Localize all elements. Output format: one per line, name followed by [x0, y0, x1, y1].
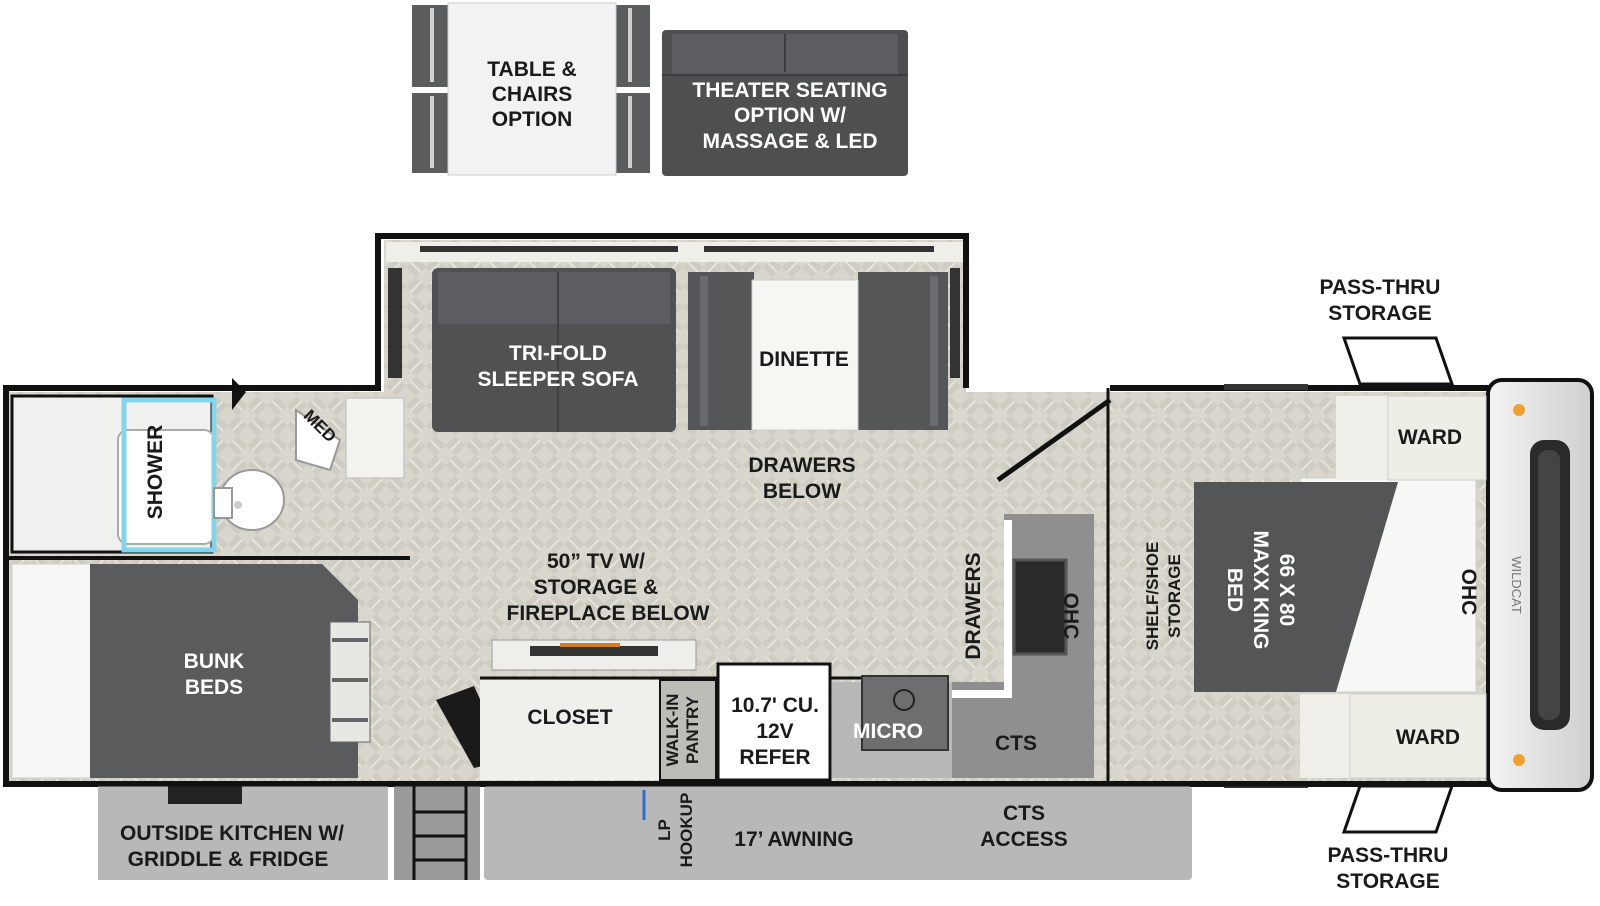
outside-kitchen-griddle-icon [168, 786, 242, 804]
svg-text:DRAWERS: DRAWERS [748, 454, 855, 477]
tri-fold-sleeper-sofa [432, 268, 676, 432]
svg-text:SLEEPER SOFA: SLEEPER SOFA [477, 368, 638, 391]
micro-label: MICRO [853, 720, 923, 743]
svg-text:OPTION W/: OPTION W/ [734, 104, 846, 127]
fireplace-icon [491, 639, 697, 671]
svg-text:HOOKUP: HOOKUP [677, 793, 696, 868]
svg-text:THEATER SEATING: THEATER SEATING [692, 79, 887, 102]
pass-thru-storage-top-door [1341, 336, 1455, 386]
drawers-label: DRAWERS [962, 552, 985, 659]
wardrobe-bottom [1300, 693, 1487, 779]
svg-text:PANTRY: PANTRY [683, 695, 702, 764]
bedroom-door-icon [996, 397, 1112, 483]
bathroom [6, 394, 410, 560]
svg-text:MASSAGE & LED: MASSAGE & LED [702, 130, 877, 153]
bath-cabinet [345, 397, 405, 479]
front-cap: WILDCAT [1486, 378, 1594, 792]
svg-text:TABLE &: TABLE & [487, 58, 576, 81]
svg-text:REFER: REFER [739, 746, 810, 769]
stove-icon [861, 675, 949, 751]
svg-text:MAXX KING: MAXX KING [1249, 530, 1272, 649]
kitchen-sink-icon [1012, 558, 1068, 656]
bath-door-icon [232, 378, 246, 410]
svg-text:STORAGE &: STORAGE & [534, 576, 658, 599]
svg-text:PASS-THRU: PASS-THRU [1328, 844, 1449, 867]
ohc-bedroom-label: OHC [1457, 569, 1480, 616]
svg-text:BED: BED [1223, 568, 1246, 612]
svg-text:66 X 80: 66 X 80 [1275, 554, 1298, 626]
svg-text:WALK-IN: WALK-IN [663, 694, 682, 767]
awning-panels [98, 786, 1192, 880]
lp-hookup-label: LP HOOKUP [655, 793, 696, 868]
svg-text:STORAGE: STORAGE [1165, 554, 1184, 638]
drawers-below-label: DRAWERS BELOW [748, 454, 855, 503]
pass-thru-storage-bottom-door [1341, 784, 1455, 834]
svg-text:CHAIRS: CHAIRS [492, 83, 573, 106]
svg-text:PASS-THRU: PASS-THRU [1320, 276, 1441, 299]
tv-fireplace-label: 50” TV W/ STORAGE & FIREPLACE BELOW [507, 550, 710, 625]
svg-text:BUNK: BUNK [184, 650, 245, 673]
slideout-windows [388, 246, 960, 378]
cts-access-label: CTS ACCESS [980, 802, 1068, 851]
table-chairs-option-icon [412, 2, 650, 176]
theater-seating-option-icon [662, 30, 908, 176]
svg-text:ACCESS: ACCESS [980, 828, 1068, 851]
svg-text:LP: LP [655, 819, 674, 841]
refer-label: 10.7' CU. 12V REFER [731, 694, 819, 769]
svg-text:OUTSIDE KITCHEN W/: OUTSIDE KITCHEN W/ [120, 822, 344, 845]
sofa-label: TRI-FOLD SLEEPER SOFA [477, 342, 638, 391]
svg-text:OPTION: OPTION [492, 108, 573, 131]
shower-label: SHOWER [144, 425, 167, 520]
theater-seating-label: THEATER SEATING OPTION W/ MASSAGE & LED [692, 79, 887, 153]
outside-kitchen-label: OUTSIDE KITCHEN W/ GRIDDLE & FRIDGE [120, 822, 344, 871]
closet [480, 680, 660, 780]
ohc-kitchen-label: OHC [1059, 593, 1082, 640]
svg-text:10.7' CU.: 10.7' CU. [731, 694, 819, 717]
ward-top-label: WARD [1398, 426, 1462, 449]
brand-logo: WILDCAT [1509, 556, 1524, 614]
pass-thru-top-label: PASS-THRU STORAGE [1320, 276, 1441, 325]
refrigerator [716, 662, 832, 782]
svg-text:50” TV W/: 50” TV W/ [547, 550, 645, 573]
svg-text:12V: 12V [756, 720, 793, 743]
pass-thru-bottom-label: PASS-THRU STORAGE [1328, 844, 1449, 893]
svg-text:TRI-FOLD: TRI-FOLD [509, 342, 607, 365]
entry-step-lines [412, 786, 468, 880]
wardrobe-top [1336, 395, 1487, 481]
burner-icon [893, 689, 915, 711]
closet-label: CLOSET [527, 706, 612, 729]
svg-text:BEDS: BEDS [185, 676, 243, 699]
bunk-beds [11, 563, 371, 779]
ward-bottom-label: WARD [1396, 726, 1460, 749]
pantry-label: WALK-IN PANTRY [663, 694, 702, 767]
bunk-beds-label: BUNK BEDS [184, 650, 245, 699]
dinette [688, 272, 948, 431]
dinette-label: DINETTE [759, 348, 849, 371]
svg-text:SHOWER: SHOWER [144, 425, 167, 520]
king-bed [1194, 477, 1477, 693]
shelf-shoe-storage-label: SHELF/SHOE STORAGE [1143, 542, 1184, 651]
svg-text:BELOW: BELOW [763, 480, 841, 503]
walk-in-pantry [659, 679, 717, 781]
svg-text:SHELF/SHOE: SHELF/SHOE [1143, 542, 1162, 651]
svg-text:GRIDDLE & FRIDGE: GRIDDLE & FRIDGE [128, 848, 329, 871]
awning-label: 17’ AWNING [734, 828, 853, 851]
svg-text:FIREPLACE BELOW: FIREPLACE BELOW [507, 602, 710, 625]
svg-text:STORAGE: STORAGE [1328, 302, 1431, 325]
toilet-icon [213, 469, 285, 531]
svg-text:CTS: CTS [1003, 802, 1045, 825]
cts-label: CTS [995, 732, 1037, 755]
svg-text:STORAGE: STORAGE [1336, 870, 1439, 893]
bed-label: 66 X 80 MAXX KING BED [1223, 530, 1298, 649]
table-chairs-label: TABLE & CHAIRS OPTION [487, 58, 576, 131]
